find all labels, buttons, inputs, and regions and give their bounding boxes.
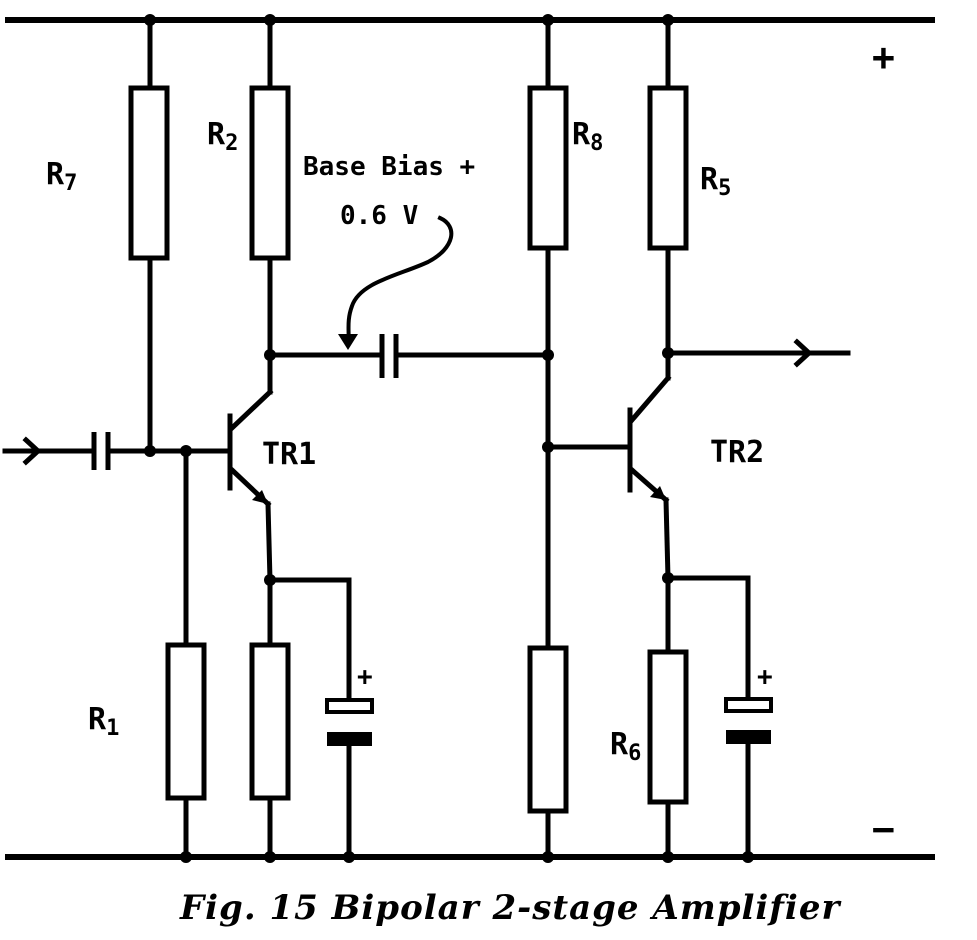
bias-annotation-line1: Base Bias + bbox=[303, 152, 476, 182]
junction-dot bbox=[180, 445, 192, 457]
resistor-re1 bbox=[249, 642, 291, 801]
junction-dot bbox=[542, 851, 554, 863]
cap2-plus-label: + bbox=[757, 662, 773, 692]
bias-annotation-line2: 0.6 V bbox=[340, 201, 419, 231]
junction-dot bbox=[144, 14, 156, 26]
label-tr1: TR1 bbox=[262, 437, 317, 472]
junction-dot bbox=[264, 349, 276, 361]
label-tr2: TR2 bbox=[710, 435, 765, 470]
junction-dot bbox=[264, 574, 276, 586]
label-r1: R1 bbox=[88, 702, 120, 741]
resistor-r8 bbox=[527, 85, 569, 251]
input-arrow bbox=[22, 436, 42, 466]
label-r2: R2 bbox=[207, 117, 239, 156]
junction-dot bbox=[542, 441, 554, 453]
junction-dot bbox=[343, 851, 355, 863]
negative-rail-label: − bbox=[872, 807, 895, 851]
tr1-emitter-wire bbox=[265, 501, 273, 583]
tr2-emitter-wire bbox=[663, 497, 671, 581]
resistor-r5 bbox=[647, 85, 689, 251]
resistor-r2 bbox=[249, 85, 291, 261]
output-arrow bbox=[793, 338, 813, 368]
ce2-plate-negative bbox=[726, 730, 771, 744]
junction-dot bbox=[542, 349, 554, 361]
ce1-plate-negative bbox=[327, 732, 372, 746]
label-r5: R5 bbox=[700, 162, 732, 201]
junction-dot bbox=[662, 572, 674, 584]
label-r6: R6 bbox=[610, 727, 642, 766]
tr2-emitter-arrow bbox=[650, 486, 666, 500]
junction-dot bbox=[542, 14, 554, 26]
junction-dot bbox=[180, 851, 192, 863]
label-r7: R7 bbox=[46, 157, 78, 196]
resistor-r-lower-stage2 bbox=[527, 645, 569, 814]
junction-dot bbox=[742, 851, 754, 863]
label-r8: R8 bbox=[572, 117, 604, 156]
positive-rail-label: + bbox=[872, 35, 895, 79]
resistor-r6 bbox=[647, 649, 689, 805]
ce1-top-wire bbox=[267, 577, 352, 701]
junction-dot bbox=[264, 14, 276, 26]
resistor-r7 bbox=[128, 85, 170, 261]
junction-dots bbox=[144, 14, 754, 863]
ce2-plate-positive bbox=[724, 697, 773, 713]
tr1-emitter-arrow bbox=[252, 490, 268, 504]
junction-dot bbox=[264, 851, 276, 863]
bias-pointer-curve bbox=[345, 215, 454, 345]
tr2-collector-diag bbox=[628, 374, 672, 424]
ce2-top-wire bbox=[665, 575, 751, 700]
junction-dot bbox=[662, 347, 674, 359]
figure-caption: Fig. 15 Bipolar 2-stage Amplifier bbox=[180, 888, 841, 928]
bias-pointer-arrow bbox=[338, 334, 358, 350]
tr1-collector-diag bbox=[228, 388, 274, 432]
junction-dot bbox=[144, 445, 156, 457]
junction-dot bbox=[662, 14, 674, 26]
cap1-plus-label: + bbox=[357, 662, 373, 692]
junction-dot bbox=[662, 851, 674, 863]
resistor-r1 bbox=[165, 642, 207, 801]
ce1-plate-positive bbox=[325, 698, 374, 714]
